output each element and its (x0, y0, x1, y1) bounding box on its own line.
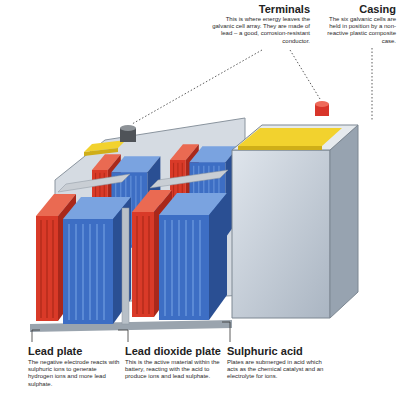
callout-text: This is the active material within the b… (125, 359, 225, 381)
callout-text: The six galvanic cells are held in posit… (316, 16, 396, 45)
callout-heading: Terminals (206, 3, 310, 15)
battery-body (30, 101, 358, 332)
callout-text: This is where energy leaves the galvanic… (206, 16, 310, 45)
callout-heading: Casing (316, 3, 396, 15)
callout-text: The negative electrode reacts with sulph… (28, 359, 122, 388)
callout-heading: Sulphuric acid (227, 345, 333, 357)
callout-text: Plates are submerged in acid which acts … (227, 359, 333, 381)
callout-heading: Lead dioxide plate (125, 345, 225, 357)
callout-heading: Lead plate (28, 345, 122, 357)
leader-lines (32, 48, 372, 342)
